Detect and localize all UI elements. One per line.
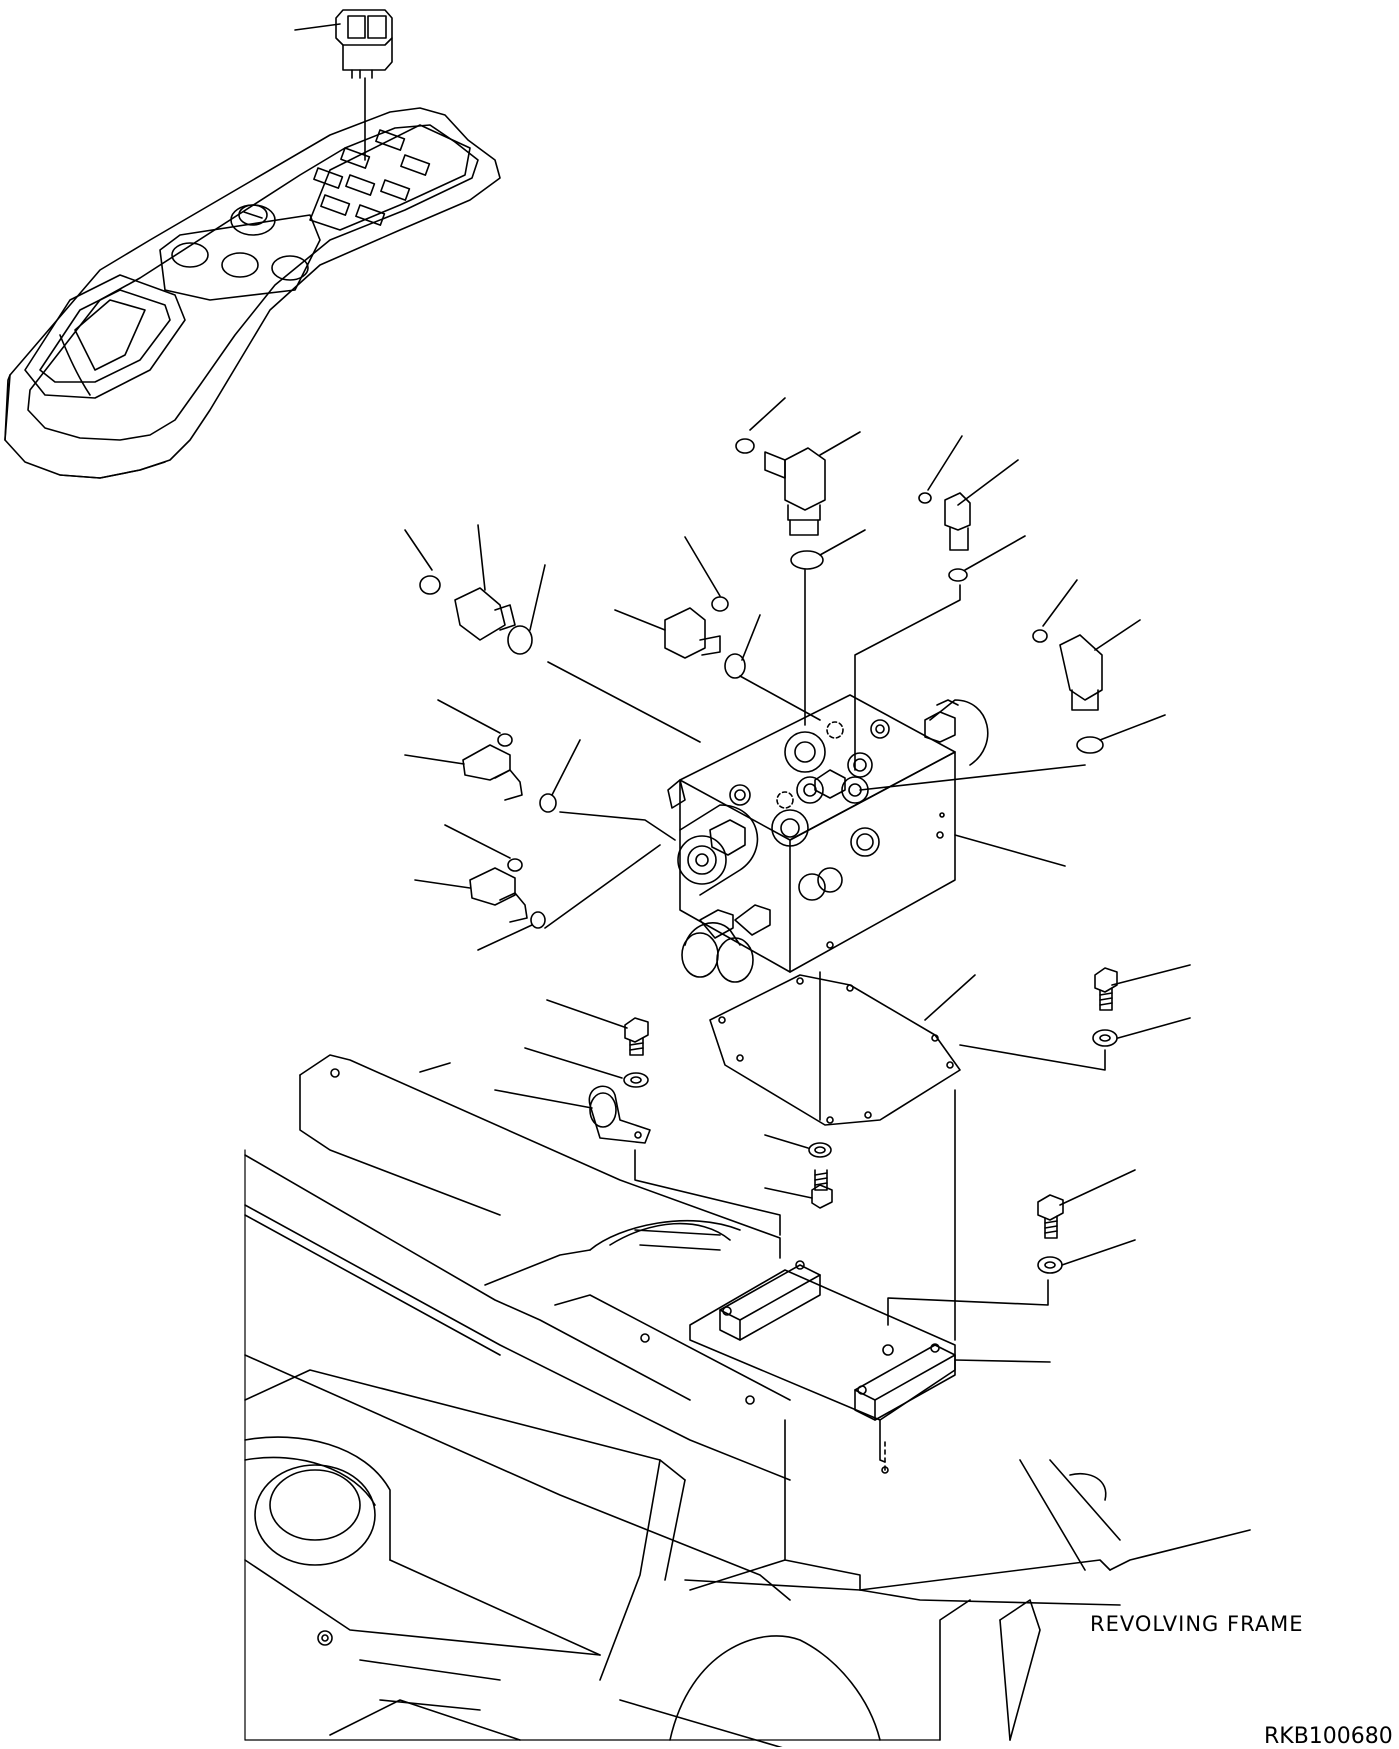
straight-fitting-left xyxy=(405,525,700,742)
revolving-frame xyxy=(245,1055,1250,1747)
rocker-switch xyxy=(295,10,392,160)
elbow-fitting-right xyxy=(860,580,1165,790)
elbow-fitting-top-2 xyxy=(855,436,1025,770)
bolt-right-top xyxy=(1093,965,1190,1046)
elbow-fitting-left-1 xyxy=(405,700,675,840)
bolt-left xyxy=(525,1000,648,1087)
elbow-fitting-top-1 xyxy=(736,398,865,725)
bolt-right-bottom xyxy=(888,1170,1135,1325)
frame-label: REVOLVING FRAME xyxy=(1090,1612,1304,1636)
bolt-under-plate xyxy=(765,1135,832,1208)
mounting-plate xyxy=(710,975,1105,1340)
block-leader xyxy=(955,835,1065,866)
solenoid-valve-block xyxy=(668,695,988,982)
elbow-fitting-middle xyxy=(615,537,820,720)
operator-console xyxy=(5,108,500,478)
clamp xyxy=(495,1086,780,1235)
drawing-code: RKB100680 xyxy=(1264,1724,1393,1749)
elbow-fitting-left-2 xyxy=(415,825,660,950)
